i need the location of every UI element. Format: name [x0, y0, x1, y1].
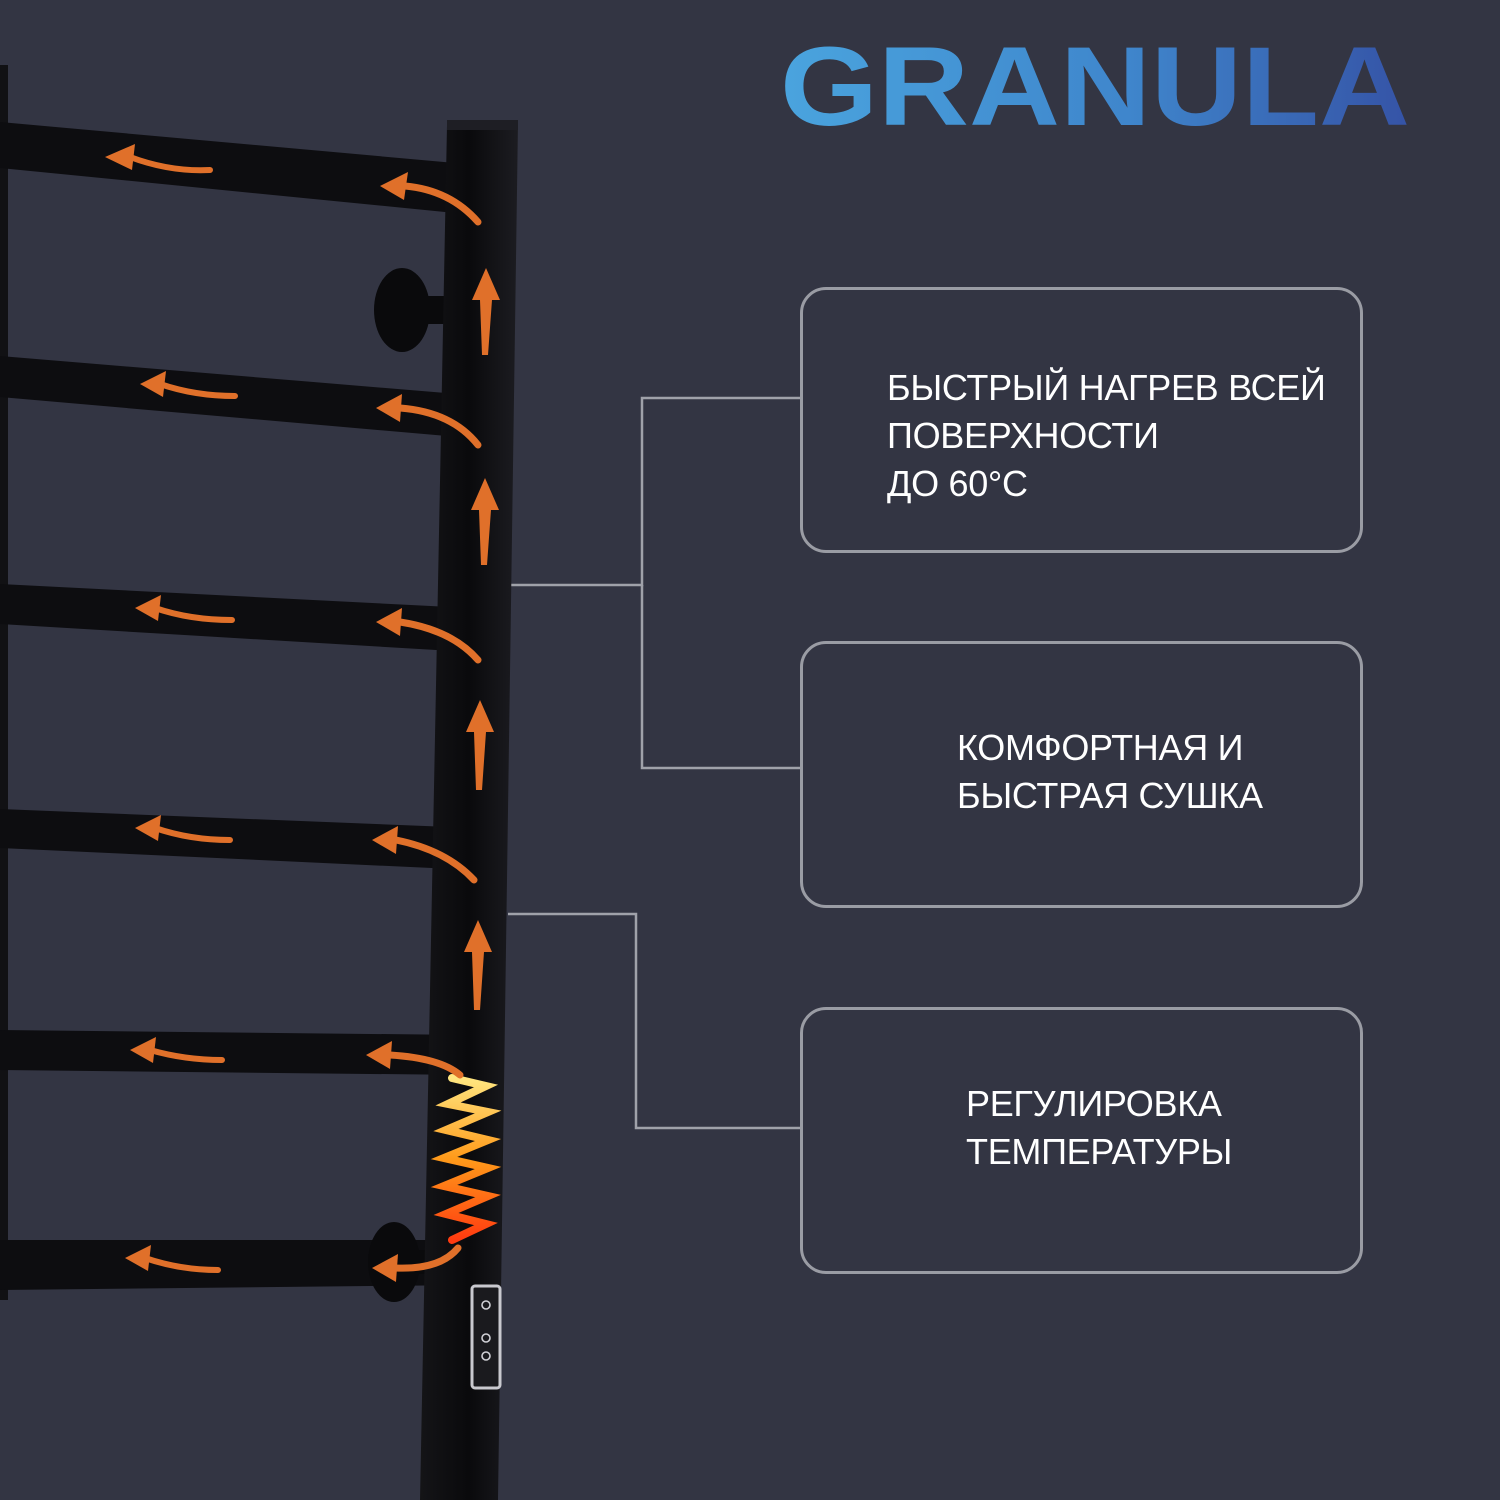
heat-flow-arrow-left	[127, 154, 238, 1273]
wall-mount-icon	[368, 268, 470, 1302]
heat-flow-arrow-curved	[386, 182, 482, 1272]
feature-text-comfortable-drying: КОМФОРТНАЯ И БЫСТРАЯ СУШКА	[957, 727, 1263, 816]
main-rail	[420, 122, 518, 1500]
rail-bar-1	[0, 122, 455, 213]
connector-lines	[508, 396, 800, 1130]
left-rail	[0, 65, 8, 1300]
connector-line-middle	[640, 585, 800, 770]
control-panel-icon	[470, 1284, 502, 1390]
feature-box-temperature-control: РЕГУЛИРОВКА ТЕМПЕРАТУРЫ	[800, 1007, 1363, 1274]
connector-line-bottom	[508, 912, 800, 1130]
rail-bar-4	[0, 809, 475, 870]
heating-coil-icon	[430, 1074, 502, 1244]
rail-bar-6	[0, 1240, 470, 1290]
rail-bar-5	[0, 1030, 470, 1075]
heat-flow-arrow-left-heads	[105, 144, 166, 1271]
heat-flow-arrow-heads	[366, 172, 408, 1282]
brand-logo: GRANULA	[780, 30, 1410, 140]
feature-box-fast-heating: БЫСТРЫЙ НАГРЕВ ВСЕЙ ПОВЕРХНОСТИ ДО 60°С	[800, 287, 1363, 553]
logo-text: GRANULA	[780, 30, 1410, 140]
connector-line-top	[510, 396, 800, 587]
heat-flow-arrow-icon	[464, 268, 500, 1010]
feature-text-fast-heating: БЫСТРЫЙ НАГРЕВ ВСЕЙ ПОВЕРХНОСТИ ДО 60°С	[887, 367, 1326, 504]
rail-bar-3	[0, 584, 470, 652]
feature-box-comfortable-drying: КОМФОРТНАЯ И БЫСТРАЯ СУШКА	[800, 641, 1363, 908]
feature-text-temperature-control: РЕГУЛИРОВКА ТЕМПЕРАТУРЫ	[966, 1083, 1233, 1172]
